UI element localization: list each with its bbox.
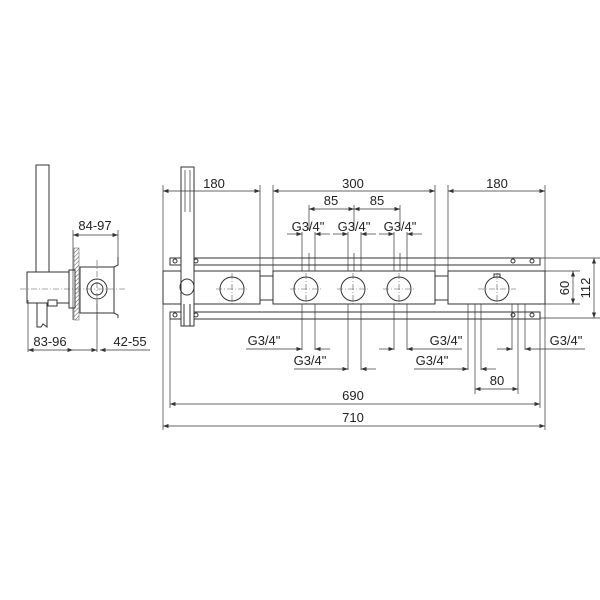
handshower-holder — [26, 271, 71, 304]
dim-60: 60 — [557, 281, 572, 295]
hose-outlet — [36, 303, 48, 328]
handshower — [179, 166, 195, 327]
bottom-rail — [169, 311, 541, 320]
top-connection-3: G3/4" — [384, 219, 417, 234]
dim-83-96: 83-96 — [33, 334, 66, 349]
knob-diverter-3 — [383, 273, 415, 305]
knob-diverter-1 — [290, 273, 322, 305]
knob-diverter-2 — [337, 273, 369, 305]
dim-85-2: 85 — [370, 193, 384, 208]
top-connection-2: G3/4" — [338, 219, 371, 234]
top-rail — [169, 257, 541, 266]
side-view: 84-97 83-96 42-55 — [20, 164, 150, 353]
dim-right-180: 180 — [486, 176, 508, 191]
dim-left-180: 180 — [203, 176, 225, 191]
left-panel — [162, 270, 261, 305]
knob-thermostat — [478, 273, 516, 305]
dim-112: 112 — [578, 278, 593, 299]
top-connection-1: G3/4" — [292, 219, 325, 234]
knob-left — [216, 273, 248, 305]
front-view: 180 300 180 85 85 G3/4" G3/4" G3/4" — [162, 166, 600, 430]
bottom-connection-5: G3/4" — [550, 333, 583, 348]
dim-85-1: 85 — [324, 193, 338, 208]
bottom-connection-2: G3/4" — [294, 353, 327, 368]
dim-300: 300 — [342, 176, 364, 191]
bottom-connection-4: G3/4" — [416, 353, 449, 368]
dim-710: 710 — [342, 410, 364, 425]
dim-690: 690 — [342, 388, 364, 403]
bottom-connection-3: G3/4" — [430, 333, 463, 348]
dim-42-55: 42-55 — [113, 334, 146, 349]
bottom-connection-1: G3/4" — [248, 333, 281, 348]
dim-80: 80 — [490, 373, 504, 388]
dim-84-97: 84-97 — [78, 218, 111, 233]
handshower-tube — [35, 164, 50, 273]
